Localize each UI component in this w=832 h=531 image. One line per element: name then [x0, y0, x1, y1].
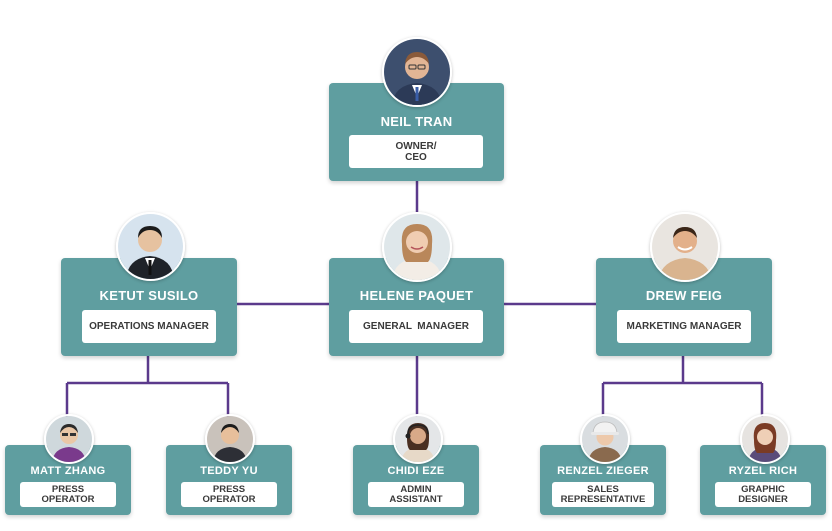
woman-avatar — [740, 414, 790, 464]
person-name: DREW FEIG — [645, 288, 723, 303]
person-name: MATT ZHANG — [30, 465, 106, 477]
person-role: GENERAL MANAGER — [349, 310, 483, 343]
man-casual-avatar — [650, 212, 720, 282]
person-name: NEIL TRAN — [380, 114, 453, 129]
person-name: RENZEL ZIEGER — [557, 465, 649, 477]
man-avatar — [205, 414, 255, 464]
person-name: HELENE PAQUET — [359, 288, 474, 303]
person-name: KETUT SUSILO — [99, 288, 199, 303]
node-teddy-yu: TEDDY YU PRESS OPERATOR — [166, 445, 292, 515]
person-name: TEDDY YU — [200, 465, 258, 477]
man-suit-avatar — [382, 37, 452, 107]
person-role: PRESS OPERATOR — [20, 482, 116, 507]
person-role: OPERATIONS MANAGER — [82, 310, 216, 343]
person-role: MARKETING MANAGER — [617, 310, 751, 343]
woman-avatar — [382, 212, 452, 282]
person-role: SALES REPRESENTATIVE — [552, 482, 654, 507]
person-name: CHIDI EZE — [387, 465, 445, 477]
man-suit-avatar — [116, 212, 185, 281]
woman-hardhat-avatar — [580, 414, 630, 464]
woman-headset-avatar — [393, 414, 443, 464]
person-name: RYZEL RICH — [728, 465, 798, 477]
person-role: OWNER/ CEO — [349, 135, 483, 168]
person-role: ADMIN ASSISTANT — [368, 482, 464, 507]
person-role: GRAPHIC DESIGNER — [715, 482, 811, 507]
node-helene-paquet: HELENE PAQUET GENERAL MANAGER — [329, 258, 504, 356]
person-role: PRESS OPERATOR — [181, 482, 277, 507]
man-avatar — [44, 414, 94, 464]
